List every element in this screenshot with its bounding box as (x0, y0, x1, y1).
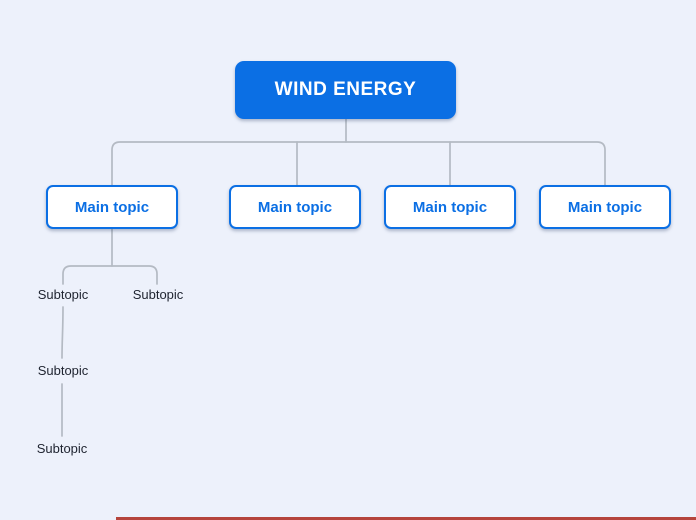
main-topic-node-1[interactable]: Main topic (46, 185, 178, 229)
root-topic-node[interactable]: WIND ENERGY (235, 61, 456, 119)
connector-level2-bus (62, 265, 158, 285)
connector-subtopic-chain-1 (61, 306, 64, 359)
subtopic-node-2[interactable]: Subtopic (132, 287, 184, 302)
main-topic-label-3: Main topic (412, 198, 488, 216)
subtopic-node-3[interactable]: Subtopic (37, 363, 89, 378)
main-topic-node-4[interactable]: Main topic (539, 185, 671, 229)
main-topic-node-3[interactable]: Main topic (384, 185, 516, 229)
subtopic-node-4[interactable]: Subtopic (36, 441, 88, 456)
main-topic-label-1: Main topic (74, 198, 150, 216)
root-topic-label: WIND ENERGY (274, 79, 417, 100)
bottom-border-strip (116, 517, 696, 520)
main-topic-label-2: Main topic (257, 198, 333, 216)
main-topic-label-4: Main topic (567, 198, 643, 216)
subtopic-node-1[interactable]: Subtopic (37, 287, 89, 302)
connector-level1-bus (111, 141, 606, 186)
main-topic-node-2[interactable]: Main topic (229, 185, 361, 229)
